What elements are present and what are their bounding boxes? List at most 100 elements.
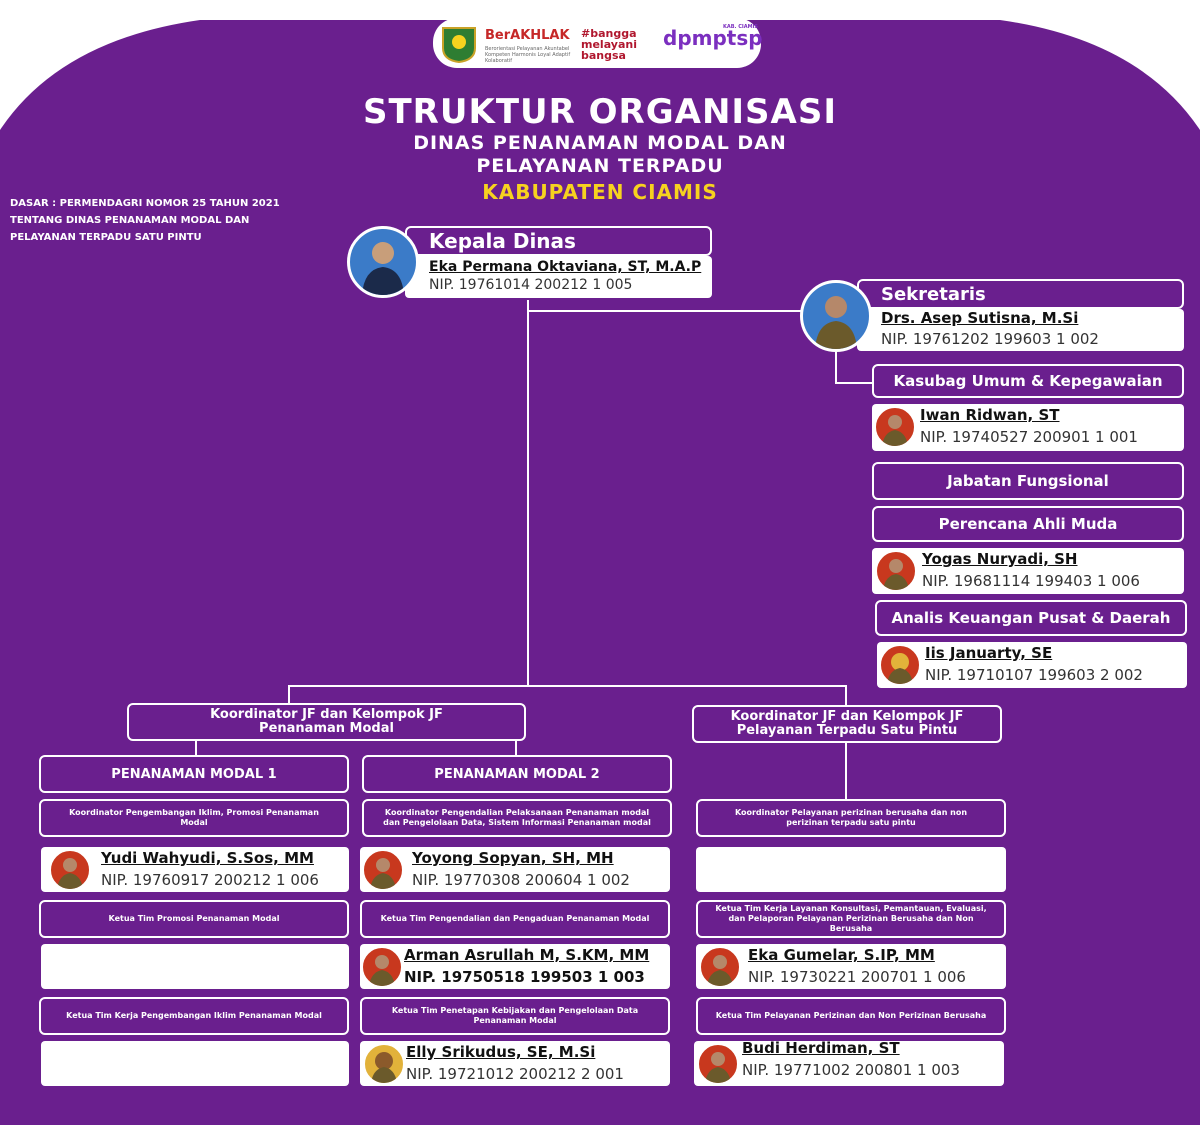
- pm2-tim1-label: Ketua Tim Pengendalian dan Pengaduan Pen…: [380, 914, 650, 923]
- person-photo-icon: [369, 955, 395, 986]
- connector-line: [835, 345, 837, 383]
- pm1-koor-avatar: [48, 848, 92, 892]
- connector-line: [527, 310, 807, 312]
- berakhlak-tagline: Berorientasi Pelayanan Akuntabel Kompete…: [485, 46, 571, 64]
- pm1-koor-card: Yudi Wahyudi, S.Sos, MM NIP. 19760917 20…: [41, 847, 349, 892]
- pm2-tim1-name: Arman Asrullah M, S.KM, MM: [404, 946, 650, 964]
- ptsp-tim2-name: Budi Herdiman, ST: [742, 1039, 900, 1057]
- bangga-melayani-logo: #bangga melayani bangsa: [581, 27, 637, 62]
- koor-ptsp-label: Koordinator JF dan Kelompok JF Pelayanan…: [730, 709, 964, 738]
- jf-title-box: Jabatan Fungsional: [872, 462, 1184, 500]
- connector-line: [195, 740, 197, 756]
- sekretaris-nip: NIP. 19761202 199603 1 002: [881, 330, 1099, 348]
- ptsp-tim2-box: Ketua Tim Pelayanan Perizinan dan Non Pe…: [696, 997, 1006, 1035]
- ptsp-koor-card: [696, 847, 1006, 892]
- pm2-tim2-box: Ketua Tim Penetapan Kebijakan dan Pengel…: [360, 997, 670, 1035]
- ptsp-koor-box: Koordinator Pelayanan perizinan berusaha…: [696, 799, 1006, 837]
- legal-basis: DASAR : PERMENDAGRI NOMOR 25 TAHUN 2021 …: [10, 195, 280, 246]
- ptsp-tim1-name: Eka Gumelar, S.IP, MM: [748, 946, 935, 964]
- person-photo-icon: [362, 242, 404, 295]
- person-photo-icon: [887, 653, 913, 684]
- pm2-koor-name: Yoyong Sopyan, SH, MH: [412, 849, 614, 867]
- ptsp-tim2-label: Ketua Tim Pelayanan Perizinan dan Non Pe…: [715, 1011, 987, 1020]
- pm2-koor-card: Yoyong Sopyan, SH, MH NIP. 19770308 2006…: [360, 847, 670, 892]
- pm2-tim2-nip: NIP. 19721012 200212 2 001: [406, 1065, 624, 1083]
- person-photo-icon: [815, 296, 857, 349]
- subtitle-line-2: PELAYANAN TERPADU: [476, 155, 724, 177]
- connector-line: [835, 382, 873, 384]
- connector-line: [845, 742, 847, 800]
- sekretaris-name: Drs. Asep Sutisna, M.Si: [881, 309, 1079, 327]
- connector-line: [288, 685, 846, 687]
- basis-line: PELAYANAN TERPADU SATU PINTU: [10, 232, 202, 243]
- ptsp-tim2-card: Budi Herdiman, ST NIP. 19771002 200801 1…: [694, 1039, 1004, 1086]
- person-photo-icon: [371, 1052, 397, 1083]
- perencana-name: Yogas Nuryadi, SH: [922, 550, 1078, 568]
- sekretaris-avatar: [800, 280, 872, 352]
- kabupaten-crest-icon: [442, 27, 476, 64]
- perencana-title: Perencana Ahli Muda: [938, 515, 1118, 533]
- ptsp-tim1-nip: NIP. 19730221 200701 1 006: [748, 968, 966, 986]
- kasubag-title-box: Kasubag Umum & Kepegawaian: [872, 364, 1184, 398]
- subtitle-line-1: DINAS PENANAMAN MODAL DAN: [413, 132, 787, 154]
- kasubag-nip: NIP. 19740527 200901 1 001: [920, 428, 1138, 446]
- person-photo-icon: [705, 1052, 731, 1083]
- analis-card: Iis Januarty, SE NIP. 19710107 199603 2 …: [877, 642, 1187, 688]
- analis-avatar: [878, 643, 922, 687]
- pm1-koor-name: Yudi Wahyudi, S.Sos, MM: [101, 849, 314, 867]
- pm1-title: PENANAMAN MODAL 1: [111, 766, 277, 782]
- pm1-koor-box: Koordinator Pengembangan Iklim, Promosi …: [39, 799, 349, 837]
- koor-pm-box: Koordinator JF dan Kelompok JF Penanaman…: [127, 703, 526, 741]
- pm1-tim1-box: Ketua Tim Promosi Penanaman Modal: [39, 900, 349, 938]
- basis-line: DASAR : PERMENDAGRI NOMOR 25 TAHUN 2021: [10, 198, 280, 209]
- kepala-title: Kepala Dinas: [429, 229, 576, 253]
- pm1-tim2-label: Ketua Tim Kerja Pengembangan Iklim Penan…: [66, 1011, 322, 1020]
- pm2-tim1-avatar: [360, 945, 404, 989]
- berakhlak-logo: BerAKHLAK: [485, 28, 570, 43]
- kasubag-title: Kasubag Umum & Kepegawaian: [893, 372, 1163, 390]
- connector-line: [288, 685, 290, 705]
- perencana-nip: NIP. 19681114 199403 1 006: [922, 572, 1140, 590]
- person-photo-icon: [707, 955, 733, 986]
- kasubag-card: Iwan Ridwan, ST NIP. 19740527 200901 1 0…: [872, 404, 1184, 451]
- pm1-koor-label: Koordinator Pengembangan Iklim, Promosi …: [69, 808, 319, 827]
- connector-line: [515, 740, 517, 756]
- sekretaris-title: Sekretaris: [881, 283, 986, 305]
- pm2-koor-box: Koordinator Pengendalian Pelaksanaan Pen…: [362, 799, 672, 837]
- dpmptsp-tag: KAB. CIAMIS: [723, 24, 759, 30]
- pm2-tim2-avatar: [362, 1042, 406, 1086]
- person-photo-icon: [883, 559, 909, 590]
- person-photo-icon: [882, 415, 908, 446]
- ptsp-tim1-label: Ketua Tim Kerja Layanan Konsultasi, Pema…: [715, 904, 987, 933]
- pm2-koor-avatar: [361, 848, 405, 892]
- kepala-card: Eka Permana Oktaviana, ST, M.A.P NIP. 19…: [405, 256, 712, 298]
- pm2-tim2-name: Elly Srikudus, SE, M.Si: [406, 1043, 596, 1061]
- connector-line: [527, 300, 529, 685]
- region-title: KABUPATEN CIAMIS: [482, 180, 718, 204]
- koor-ptsp-box: Koordinator JF dan Kelompok JF Pelayanan…: [692, 705, 1002, 743]
- pm2-koor-nip: NIP. 19770308 200604 1 002: [412, 871, 630, 889]
- pm1-koor-nip: NIP. 19760917 200212 1 006: [101, 871, 319, 889]
- analis-title-box: Analis Keuangan Pusat & Daerah: [875, 600, 1187, 636]
- pm2-tim2-label: Ketua Tim Penetapan Kebijakan dan Pengel…: [391, 1006, 639, 1025]
- perencana-card: Yogas Nuryadi, SH NIP. 19681114 199403 1…: [872, 548, 1184, 594]
- perencana-title-box: Perencana Ahli Muda: [872, 506, 1184, 542]
- pm1-tim1-card: [41, 944, 349, 989]
- sekretaris-card: Drs. Asep Sutisna, M.Si NIP. 19761202 19…: [857, 309, 1184, 351]
- kasubag-name: Iwan Ridwan, ST: [920, 406, 1060, 424]
- ptsp-tim1-box: Ketua Tim Kerja Layanan Konsultasi, Pema…: [696, 900, 1006, 938]
- pm2-title: PENANAMAN MODAL 2: [434, 766, 600, 782]
- perencana-avatar: [874, 549, 918, 593]
- kepala-title-box: Kepala Dinas: [405, 226, 712, 256]
- koor-pm-label: Koordinator JF dan Kelompok JF Penanaman…: [210, 707, 443, 736]
- pm2-tim1-box: Ketua Tim Pengendalian dan Pengaduan Pen…: [360, 900, 670, 938]
- kasubag-avatar: [873, 405, 917, 449]
- pm2-tim2-card: Elly Srikudus, SE, M.Si NIP. 19721012 20…: [360, 1041, 670, 1086]
- pm2-koor-label: Koordinator Pengendalian Pelaksanaan Pen…: [383, 808, 651, 827]
- pm1-title-box: PENANAMAN MODAL 1: [39, 755, 349, 793]
- page-title: STRUKTUR ORGANISASI: [363, 92, 837, 132]
- pm2-tim1-nip: NIP. 19750518 199503 1 003: [404, 968, 645, 986]
- analis-name: Iis Januarty, SE: [925, 644, 1053, 662]
- kepala-name: Eka Permana Oktaviana, ST, M.A.P: [429, 259, 702, 275]
